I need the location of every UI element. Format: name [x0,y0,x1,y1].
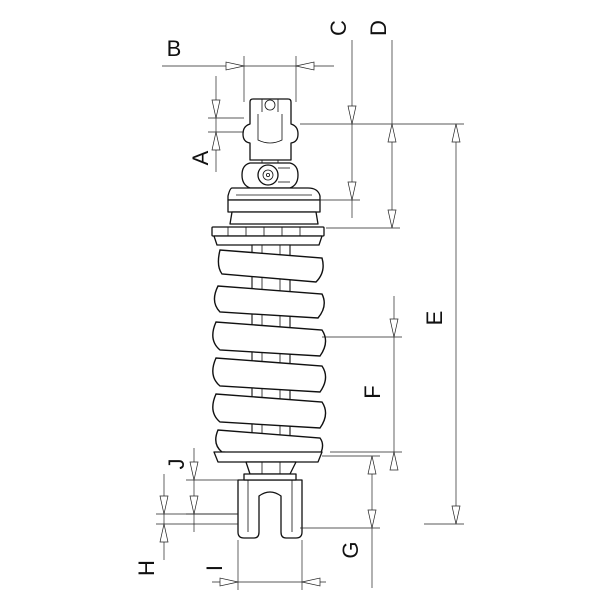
dimension-h [156,474,238,560]
dimension-a [208,76,244,172]
dimension-g [300,455,380,588]
top-eye-mount [242,98,299,168]
dimension-i [212,540,326,590]
dimension-j [186,448,238,532]
label-e: E [422,311,447,326]
bottom-spring-seat [213,451,323,475]
dimension-e [400,123,464,525]
adjuster-knob [241,162,299,189]
label-i: I [202,565,227,571]
shock-absorber [211,98,327,539]
dimension-labels: B A C D E F G J H I [134,20,447,576]
label-b: B [167,36,182,61]
label-g: G [338,541,363,558]
dimension-b [162,56,334,102]
dimensions [156,40,464,590]
bottom-clevis [237,473,303,539]
dimension-c [300,40,360,218]
label-j: J [164,459,189,470]
label-a: A [188,150,213,165]
label-d: D [366,20,391,36]
dimension-d [326,40,400,229]
label-h: H [134,560,159,576]
top-spring-seat [211,226,325,246]
dimension-f [322,296,402,471]
label-f: F [360,385,385,398]
label-c: C [326,20,351,36]
top-body [227,187,321,225]
